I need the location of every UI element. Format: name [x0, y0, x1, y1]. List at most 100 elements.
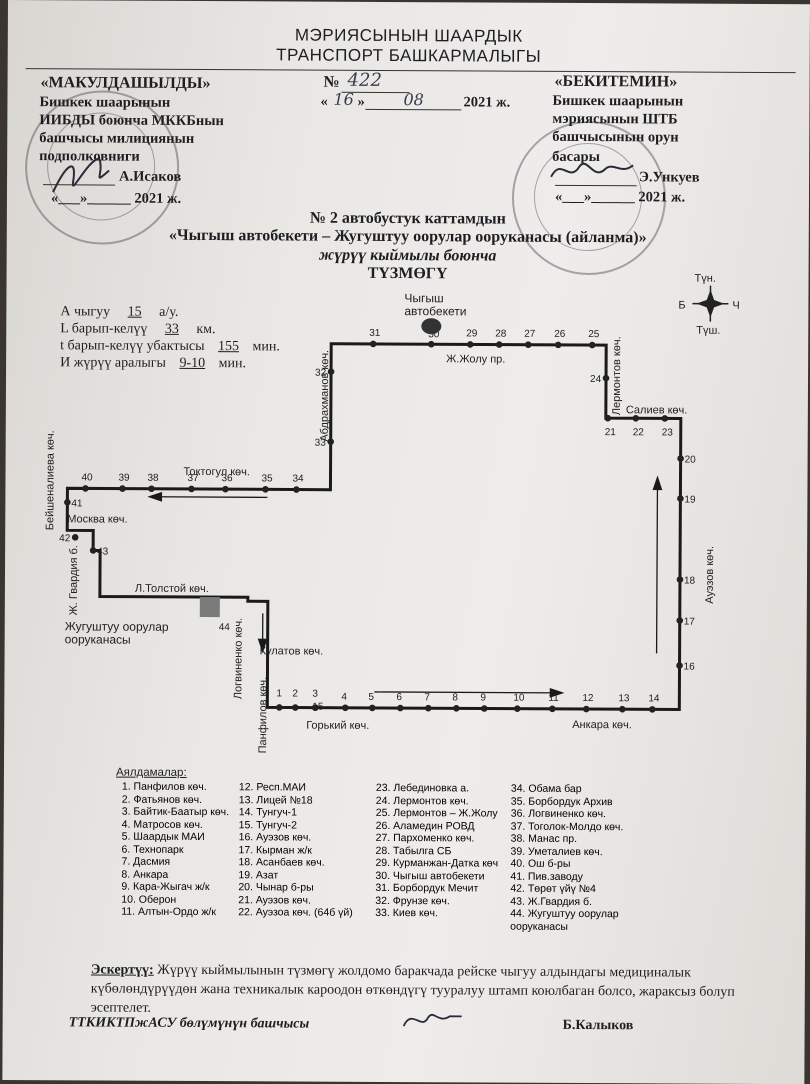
- street-ankara: Анкара көч.: [572, 719, 632, 731]
- bus-stop-19: [677, 495, 684, 502]
- legend-item: 11. Алтын-Ордо ж/к: [121, 906, 228, 919]
- bus-stop-label-6: 6: [396, 692, 402, 703]
- bus-stop-7: [425, 705, 432, 712]
- legend-item: 25. Лермонтов – Ж.Жолу: [376, 807, 499, 820]
- legend-item: 40. Ош б-ры: [510, 858, 630, 871]
- legend-item: 39. Уметалиев көч.: [511, 845, 631, 858]
- compass-north: Түн.: [695, 273, 716, 285]
- legend-item: 32. Фрунзе көч.: [375, 894, 498, 907]
- bus-stop-label-44: 44: [219, 622, 231, 633]
- street-auezov: Ауэзов көч.: [704, 546, 716, 604]
- bus-stop-label-39: 39: [118, 473, 130, 484]
- route-line: [66, 342, 681, 709]
- street-kulatov: Кулатов көч.: [260, 645, 324, 657]
- bus-stop-38: [148, 485, 155, 492]
- legend-item: 37. Тоголок-Молдо көч.: [511, 820, 631, 833]
- legend-item: 44. Жугуштуу оорулар ооруканасы: [510, 908, 630, 934]
- bus-stop-label-2: 2: [292, 688, 298, 699]
- footer-name: Б.Калыков: [563, 1018, 634, 1034]
- legend-item: 27. Пархоменко көч.: [376, 832, 499, 845]
- legend-item: 21. Ауэзов көч.: [238, 894, 353, 907]
- bus-stop-label-29: 29: [466, 328, 478, 339]
- east-terminal-marker: [421, 318, 441, 334]
- bus-stop-label-17: 17: [684, 617, 696, 628]
- legend-item: 9. Кара-Жыгач ж/к: [121, 881, 228, 894]
- bus-stop-label-38: 38: [147, 473, 159, 484]
- bus-stop-5: [369, 705, 376, 712]
- bus-stop-13: [619, 706, 626, 713]
- street-saliev: Салиев көч.: [626, 404, 688, 416]
- bus-stop-1: [276, 704, 283, 711]
- bus-stop-label-34: 34: [292, 473, 304, 484]
- bus-stop-label-26: 26: [554, 329, 566, 340]
- bus-stop-10: [514, 705, 521, 712]
- bus-stop-label-7: 7: [424, 692, 430, 703]
- street-zhol: Ж.Жолу пр.: [446, 353, 505, 365]
- bus-stop-30: [428, 341, 435, 348]
- bus-stop-31: [370, 341, 377, 348]
- legend-item: 14. Тунгуч-1: [239, 806, 354, 819]
- street-toktogul: Токтогул көч.: [184, 466, 250, 478]
- bus-stop-39: [119, 485, 126, 492]
- bus-stop-label-14: 14: [648, 693, 660, 704]
- bus-stop-label-35: 35: [261, 473, 273, 484]
- bus-stop-label-4: 4: [341, 692, 347, 703]
- street-beyshenalieva: Бейшеналиева көч.: [44, 430, 57, 530]
- bus-stop-label-9: 9: [480, 692, 486, 703]
- legend-item: 19. Азат: [238, 869, 353, 882]
- bus-stop-27: [525, 341, 532, 348]
- bus-stop-label-27: 27: [524, 329, 536, 340]
- bus-stop-label-31: 31: [369, 328, 381, 339]
- legend-item: 38. Манас пр.: [511, 833, 631, 846]
- bus-stop-label-28: 28: [495, 329, 507, 340]
- bus-stop-label-8: 8: [452, 692, 458, 703]
- bus-stop-20: [677, 455, 684, 462]
- street-lermontov: Лермонтов көч.: [611, 336, 623, 415]
- street-panfilov: Панфилов көч.: [257, 677, 269, 754]
- compass-south: Түш.: [696, 325, 720, 337]
- legend-item: 2. Фатьянов көч.: [122, 793, 229, 806]
- legend-item: 35. Борбордук Архив: [511, 795, 631, 808]
- bus-stop-label-18: 18: [684, 576, 696, 587]
- bus-stop-label-20: 20: [685, 455, 697, 466]
- legend-item: 26. Аламедин РОВД: [376, 819, 499, 832]
- bus-stop-label-25: 25: [588, 329, 600, 340]
- compass-west: Б: [678, 300, 685, 312]
- legend-item: 22. Ауэзоа көч. (64б үй): [238, 906, 353, 919]
- bus-stop-6: [397, 705, 404, 712]
- legend-item: 12. Респ.МАИ: [239, 781, 354, 794]
- bus-stop-17: [676, 617, 683, 624]
- bus-stop-43: [90, 547, 97, 554]
- bus-stop-label-10: 10: [513, 693, 525, 704]
- bus-stop-8: [453, 705, 460, 712]
- legend-item: 16. Ауэзов көч.: [239, 831, 354, 844]
- bus-stop-label-23: 23: [662, 427, 674, 438]
- legend-item: 4. Матросов көч.: [122, 818, 229, 831]
- legend-item: 13. Лицей №18: [239, 794, 354, 807]
- legend-item: 34. Обама бар: [511, 783, 631, 796]
- compass-east: Ч: [732, 300, 739, 312]
- legend-item: 20. Чынар б-ры: [238, 881, 353, 894]
- bus-stop-18: [677, 576, 684, 583]
- legend-item: 10. Оберон: [121, 893, 228, 906]
- legend-item: 29. Курманжан-Датка көч: [375, 857, 498, 870]
- footer-signature: [398, 1004, 468, 1034]
- legend-item: 43. Ж.Гвардия б.: [510, 895, 630, 908]
- footer-position: ТТКИКТПжАСУ бөлүмүнүн башчысы: [69, 1015, 310, 1032]
- bus-stop-label-11: 11: [548, 693, 559, 704]
- bus-stop-37: [188, 486, 195, 493]
- bus-stop-12: [583, 706, 590, 713]
- legend-item: 36. Логвиненко көч.: [511, 808, 631, 821]
- bus-stop-36: [222, 486, 229, 493]
- bus-stop-25: [589, 342, 596, 349]
- legend-item: 7. Дасмия: [121, 856, 228, 869]
- legend-item: 31. Борбордук Мечит: [375, 882, 498, 895]
- bus-stop-16: [676, 662, 683, 669]
- bus-stop-label-42: 42: [59, 533, 71, 544]
- bus-stop-24: [603, 375, 610, 382]
